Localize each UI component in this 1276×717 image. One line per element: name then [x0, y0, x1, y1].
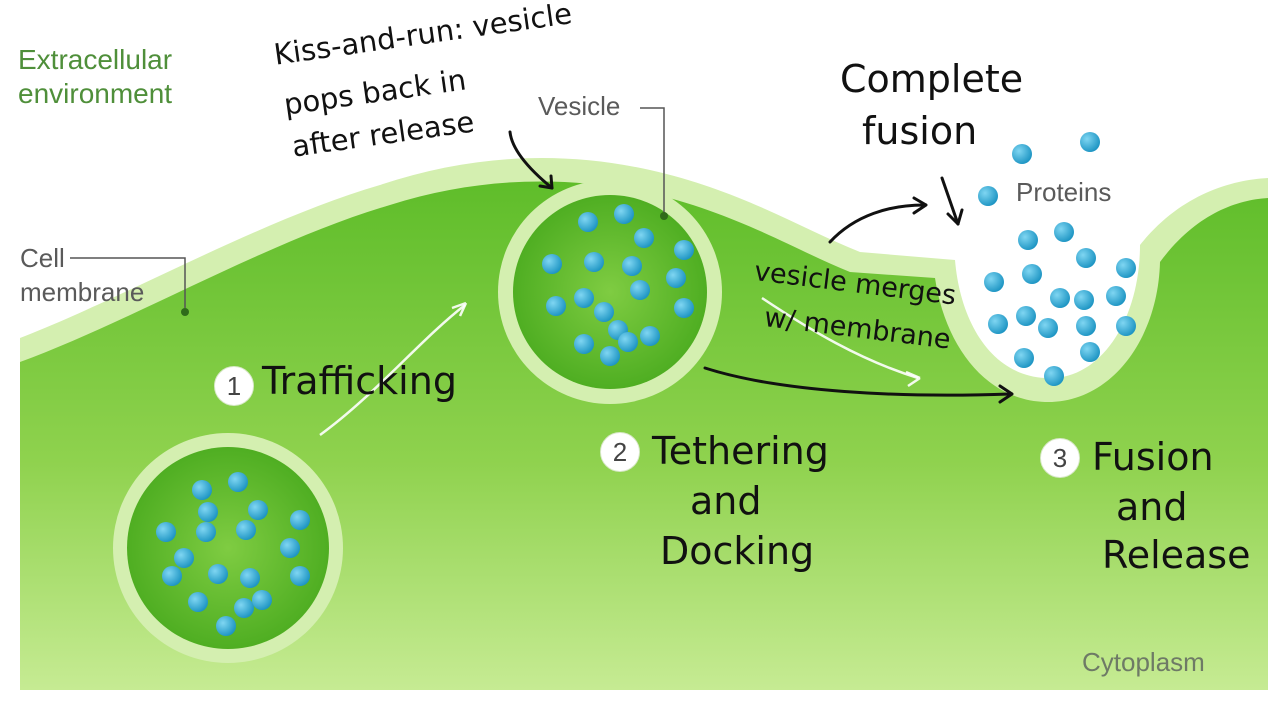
protein-dot	[1012, 144, 1032, 164]
protein-dot	[1014, 348, 1034, 368]
protein-dot	[216, 616, 236, 636]
protein-dot	[290, 510, 310, 530]
protein-dot	[546, 296, 566, 316]
cell-membrane-leader	[70, 257, 186, 308]
step-2-label-line1: Tethering	[652, 429, 829, 473]
protein-dot	[640, 326, 660, 346]
protein-dot	[666, 268, 686, 288]
protein-dot	[1050, 288, 1070, 308]
complete-fusion-line1: Complete	[840, 57, 1024, 101]
cell-membrane-label-line1: Cell	[20, 243, 65, 273]
protein-dot	[1018, 230, 1038, 250]
merges-arrow-up	[828, 203, 926, 244]
step-2-number: 2	[600, 432, 640, 472]
protein-dot	[1106, 286, 1126, 306]
trafficking-arrow	[319, 304, 466, 437]
protein-dot	[1074, 290, 1094, 310]
complete-fusion-arrow	[940, 176, 960, 226]
protein-dot	[1116, 316, 1136, 336]
protein-dot	[198, 502, 218, 522]
protein-dot	[614, 204, 634, 224]
step-2-label-line2: and	[690, 479, 762, 523]
protein-dot	[574, 334, 594, 354]
protein-dot	[174, 548, 194, 568]
complete-fusion-arrow-head	[946, 208, 964, 226]
cytoplasm-label: Cytoplasm	[1082, 647, 1205, 677]
protein-dot	[228, 472, 248, 492]
step-2-label-line3: Docking	[660, 529, 815, 573]
complete-fusion-line2: fusion	[862, 109, 978, 153]
kiss-and-run-arrow-head	[538, 174, 554, 190]
step-1-number: 1	[214, 366, 254, 406]
protein-dot	[252, 590, 272, 610]
protein-dot	[578, 212, 598, 232]
cell-membrane-leader-dot	[181, 308, 189, 316]
protein-dot	[290, 566, 310, 586]
protein-dot	[600, 346, 620, 366]
merges-arrow-up-head	[912, 196, 928, 215]
protein-dot	[984, 272, 1004, 292]
protein-dot	[1076, 248, 1096, 268]
protein-dot	[988, 314, 1008, 334]
fusion-arrow-head	[905, 370, 921, 388]
protein-dot	[542, 254, 562, 274]
protein-dot	[240, 568, 260, 588]
protein-dot	[1080, 342, 1100, 362]
protein-dot	[594, 302, 614, 322]
protein-dot	[978, 186, 998, 206]
kiss-and-run-arrow	[508, 130, 554, 190]
step-3-label-line1: Fusion	[1092, 435, 1214, 479]
step-3-number: 3	[1040, 438, 1080, 478]
protein-dot	[162, 566, 182, 586]
protein-dot	[1038, 318, 1058, 338]
cell-membrane-label-line2: membrane	[20, 277, 145, 307]
extracellular-label-line2: environment	[18, 78, 173, 109]
protein-dot	[1076, 316, 1096, 336]
protein-dot	[674, 298, 694, 318]
protein-dot	[584, 252, 604, 272]
protein-dot	[248, 500, 268, 520]
protein-dot	[674, 240, 694, 260]
protein-dot	[236, 520, 256, 540]
protein-dot	[1054, 222, 1074, 242]
protein-dot	[196, 522, 216, 542]
step-3-label-line3: Release	[1102, 533, 1251, 577]
vesicle-label: Vesicle	[538, 91, 621, 121]
step-3-label-line2: and	[1116, 485, 1188, 529]
protein-dot	[618, 332, 638, 352]
protein-dot	[188, 592, 208, 612]
protein-dot	[622, 256, 642, 276]
protein-dot	[630, 280, 650, 300]
step-1-label: Trafficking	[262, 359, 457, 403]
protein-dot	[192, 480, 212, 500]
protein-dot	[1022, 264, 1042, 284]
vesicle-leader	[640, 107, 665, 215]
proteins-group	[156, 132, 1136, 636]
protein-dot	[574, 288, 594, 308]
protein-dot	[280, 538, 300, 558]
protein-dot	[1080, 132, 1100, 152]
protein-dot	[208, 564, 228, 584]
vesicle-1-inner	[127, 447, 329, 649]
fusion-arrow	[761, 296, 919, 380]
protein-dot	[1116, 258, 1136, 278]
merges-arrow-right	[703, 366, 1012, 397]
protein-dot	[1016, 306, 1036, 326]
merges-arrow-right-head	[998, 384, 1014, 404]
protein-dot	[1044, 366, 1064, 386]
vesicle-leader-dot	[660, 212, 668, 220]
trafficking-arrow-head	[451, 301, 468, 317]
extracellular-label-line1: Extracellular	[18, 44, 173, 75]
protein-dot	[234, 598, 254, 618]
protein-dot	[156, 522, 176, 542]
proteins-label: Proteins	[1016, 177, 1112, 207]
protein-dot	[634, 228, 654, 248]
